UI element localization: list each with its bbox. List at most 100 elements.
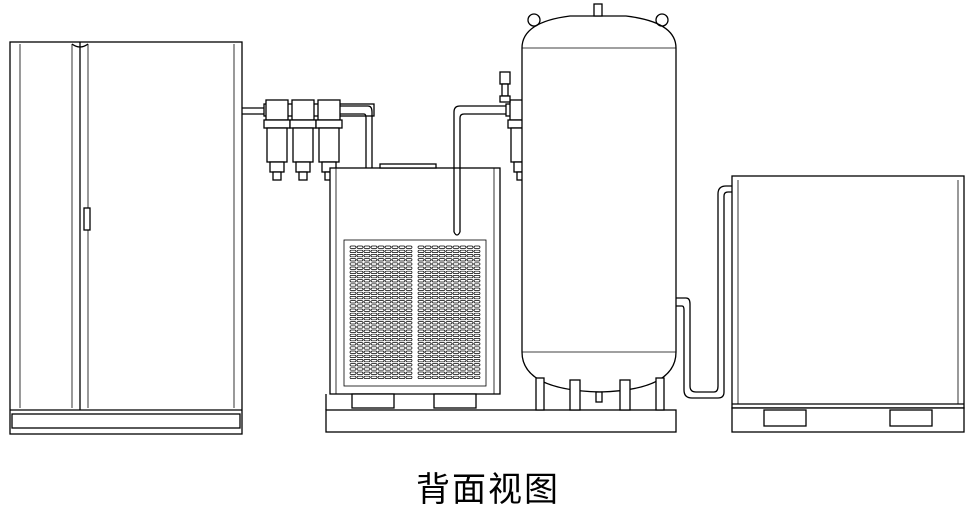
vent-slot (377, 266, 385, 270)
vent-slot (459, 375, 467, 379)
vent-slot (405, 342, 413, 346)
vent-slot (466, 262, 474, 266)
vent-slot (424, 367, 432, 371)
vent-slot (417, 262, 425, 266)
vent-slot (452, 270, 460, 274)
vent-slot (431, 249, 439, 253)
vent-slot (349, 350, 357, 354)
vent-slot (349, 338, 357, 342)
vent-slot (370, 333, 378, 337)
vent-slot (431, 266, 439, 270)
vent-slot (452, 359, 460, 363)
vent-slot (384, 279, 392, 283)
vent-slot (398, 312, 406, 316)
vent-slot (452, 333, 460, 337)
vent-slot (377, 312, 385, 316)
vent-slot (431, 258, 439, 262)
vent-slot (356, 283, 364, 287)
vent-slot (417, 350, 425, 354)
vent-slot (349, 249, 357, 253)
vent-slot (417, 287, 425, 291)
vent-slot (466, 329, 474, 333)
vent-slot (363, 321, 371, 325)
vent-slot (363, 333, 371, 337)
vent-slot (363, 245, 371, 249)
vent-slot (377, 245, 385, 249)
vent-slot (424, 287, 432, 291)
vent-slot (391, 338, 399, 342)
vent-slot (466, 317, 474, 321)
vent-slot (363, 266, 371, 270)
vent-slot (398, 325, 406, 329)
vent-slot (384, 296, 392, 300)
vent-slot (445, 258, 453, 262)
vent-slot (445, 375, 453, 379)
vent-slot (363, 308, 371, 312)
vent-slot (424, 329, 432, 333)
vent-slot (452, 317, 460, 321)
vent-slot (445, 325, 453, 329)
vent-slot (473, 342, 481, 346)
vent-slot (424, 350, 432, 354)
vent-slot (445, 245, 453, 249)
vent-slot (363, 338, 371, 342)
vent-slot (459, 350, 467, 354)
vent-slot (445, 354, 453, 358)
vent-slot (349, 300, 357, 304)
vent-slot (391, 279, 399, 283)
vent-slot (349, 262, 357, 266)
vent-slot (363, 346, 371, 350)
vent-slot (370, 342, 378, 346)
vent-slot (473, 270, 481, 274)
vent-slot (417, 308, 425, 312)
vent-slot (438, 291, 446, 295)
vent-slot (349, 329, 357, 333)
vent-slot (398, 308, 406, 312)
vent-slot (417, 375, 425, 379)
vent-slot (370, 354, 378, 358)
vent-slot (431, 375, 439, 379)
vent-slot (405, 308, 413, 312)
vent-slot (424, 249, 432, 253)
vent-slot (398, 275, 406, 279)
vent-slot (417, 254, 425, 258)
vent-slot (356, 270, 364, 274)
vent-slot (377, 317, 385, 321)
vent-slot (459, 291, 467, 295)
vent-slot (377, 279, 385, 283)
vent-slot (473, 317, 481, 321)
vent-slot (452, 245, 460, 249)
vent-slot (405, 354, 413, 358)
vent-slot (384, 350, 392, 354)
vent-slot (417, 283, 425, 287)
vent-slot (438, 312, 446, 316)
vent-slot (370, 266, 378, 270)
vent-slot (363, 283, 371, 287)
vent-slot (377, 342, 385, 346)
vent-slot (452, 291, 460, 295)
vent-slot (445, 283, 453, 287)
vent-slot (391, 296, 399, 300)
vent-slot (431, 312, 439, 316)
vent-slot (445, 338, 453, 342)
vent-slot (473, 258, 481, 262)
vent-slot (370, 375, 378, 379)
vent-slot (391, 375, 399, 379)
left-cabinet (9, 41, 243, 435)
vent-slot (424, 245, 432, 249)
vent-slot (405, 262, 413, 266)
vent-slot (370, 258, 378, 262)
vent-slot (431, 371, 439, 375)
vent-slot (473, 283, 481, 287)
vent-slot (370, 291, 378, 295)
vent-slot (424, 363, 432, 367)
vent-slot (384, 275, 392, 279)
vent-slot (417, 371, 425, 375)
vent-slot (473, 333, 481, 337)
vent-slot (431, 338, 439, 342)
vent-slot (466, 338, 474, 342)
vent-slot (377, 254, 385, 258)
vent-slot (349, 308, 357, 312)
vent-slot (363, 363, 371, 367)
vent-slot (424, 359, 432, 363)
